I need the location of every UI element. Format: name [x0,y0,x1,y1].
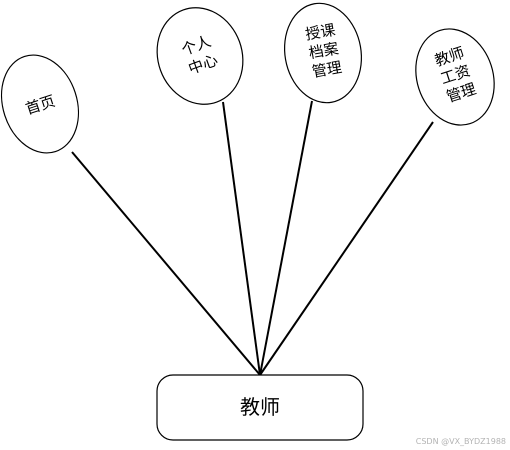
feature-home: 首页 [0,54,80,154]
root-teacher: 教师 [156,374,364,441]
feature-teacher-salary-management-ellipse [415,28,495,126]
root-teacher-box [156,374,364,441]
feature-teaching-archive-management-line-3: 管理 [311,58,344,81]
feature-teaching-archive-management: 授课 档案 管理 [283,2,363,104]
feature-personal-center-ellipse [156,7,244,105]
connector-home [71,151,261,376]
feature-teaching-archive-management-line-1: 授课 [304,21,337,44]
feature-teacher-salary-management: 教师 工资 管理 [415,28,495,126]
connector-personal-center [222,101,261,376]
root-teacher-label: 教师 [240,395,280,419]
watermark: CSDN @VX_BYDZ1988 [415,437,506,446]
feature-teaching-archive-management-ellipse [283,2,363,104]
feature-personal-center: 个人 中心 [156,7,244,105]
connector-teaching-archive-management [259,100,313,376]
connector-teacher-salary-management [259,121,434,376]
feature-home-ellipse [0,54,80,154]
feature-teaching-archive-management-line-2: 档案 [307,39,340,62]
